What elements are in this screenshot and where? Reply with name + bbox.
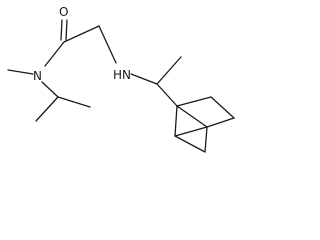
structure-canvas: O N HN — [0, 0, 238, 160]
carbonyl-double-bond-a — [65, 19, 68, 41]
methylene-to-amine-bond — [98, 25, 117, 64]
ring-bond-4 — [174, 126, 208, 137]
ring-bond-3 — [206, 117, 235, 128]
amide-nitrogen-label: N — [33, 69, 42, 83]
isopropyl-methyl-a-bond — [35, 96, 59, 122]
ethyl-ch-to-ring-bond — [156, 83, 178, 107]
ring-bond-7 — [174, 135, 206, 153]
amine-nitrogen-label: HN — [113, 68, 131, 82]
isopropyl-methyl-b-bond — [57, 96, 91, 108]
molecule-structure: O N HN — [7, 5, 235, 153]
oxygen-label: O — [59, 5, 68, 19]
amide-n-isopropyl-bond — [41, 81, 59, 98]
ring-bond-2 — [210, 96, 235, 119]
amide-n-methyl-bond — [7, 69, 34, 75]
ring-bond-1 — [176, 96, 212, 107]
amine-to-ethyl-ch-bond — [130, 73, 158, 85]
ring-bridge-bond — [176, 105, 208, 128]
ring-bond-6 — [204, 126, 208, 153]
carbonyl-double-bond-b — [60, 19, 63, 41]
carbonyl-to-amide-n-bond — [44, 41, 65, 67]
ethyl-ch-methyl-bond — [156, 56, 182, 85]
ring-bond-5 — [174, 105, 178, 137]
carbonyl-to-methylene-bond — [63, 25, 100, 43]
